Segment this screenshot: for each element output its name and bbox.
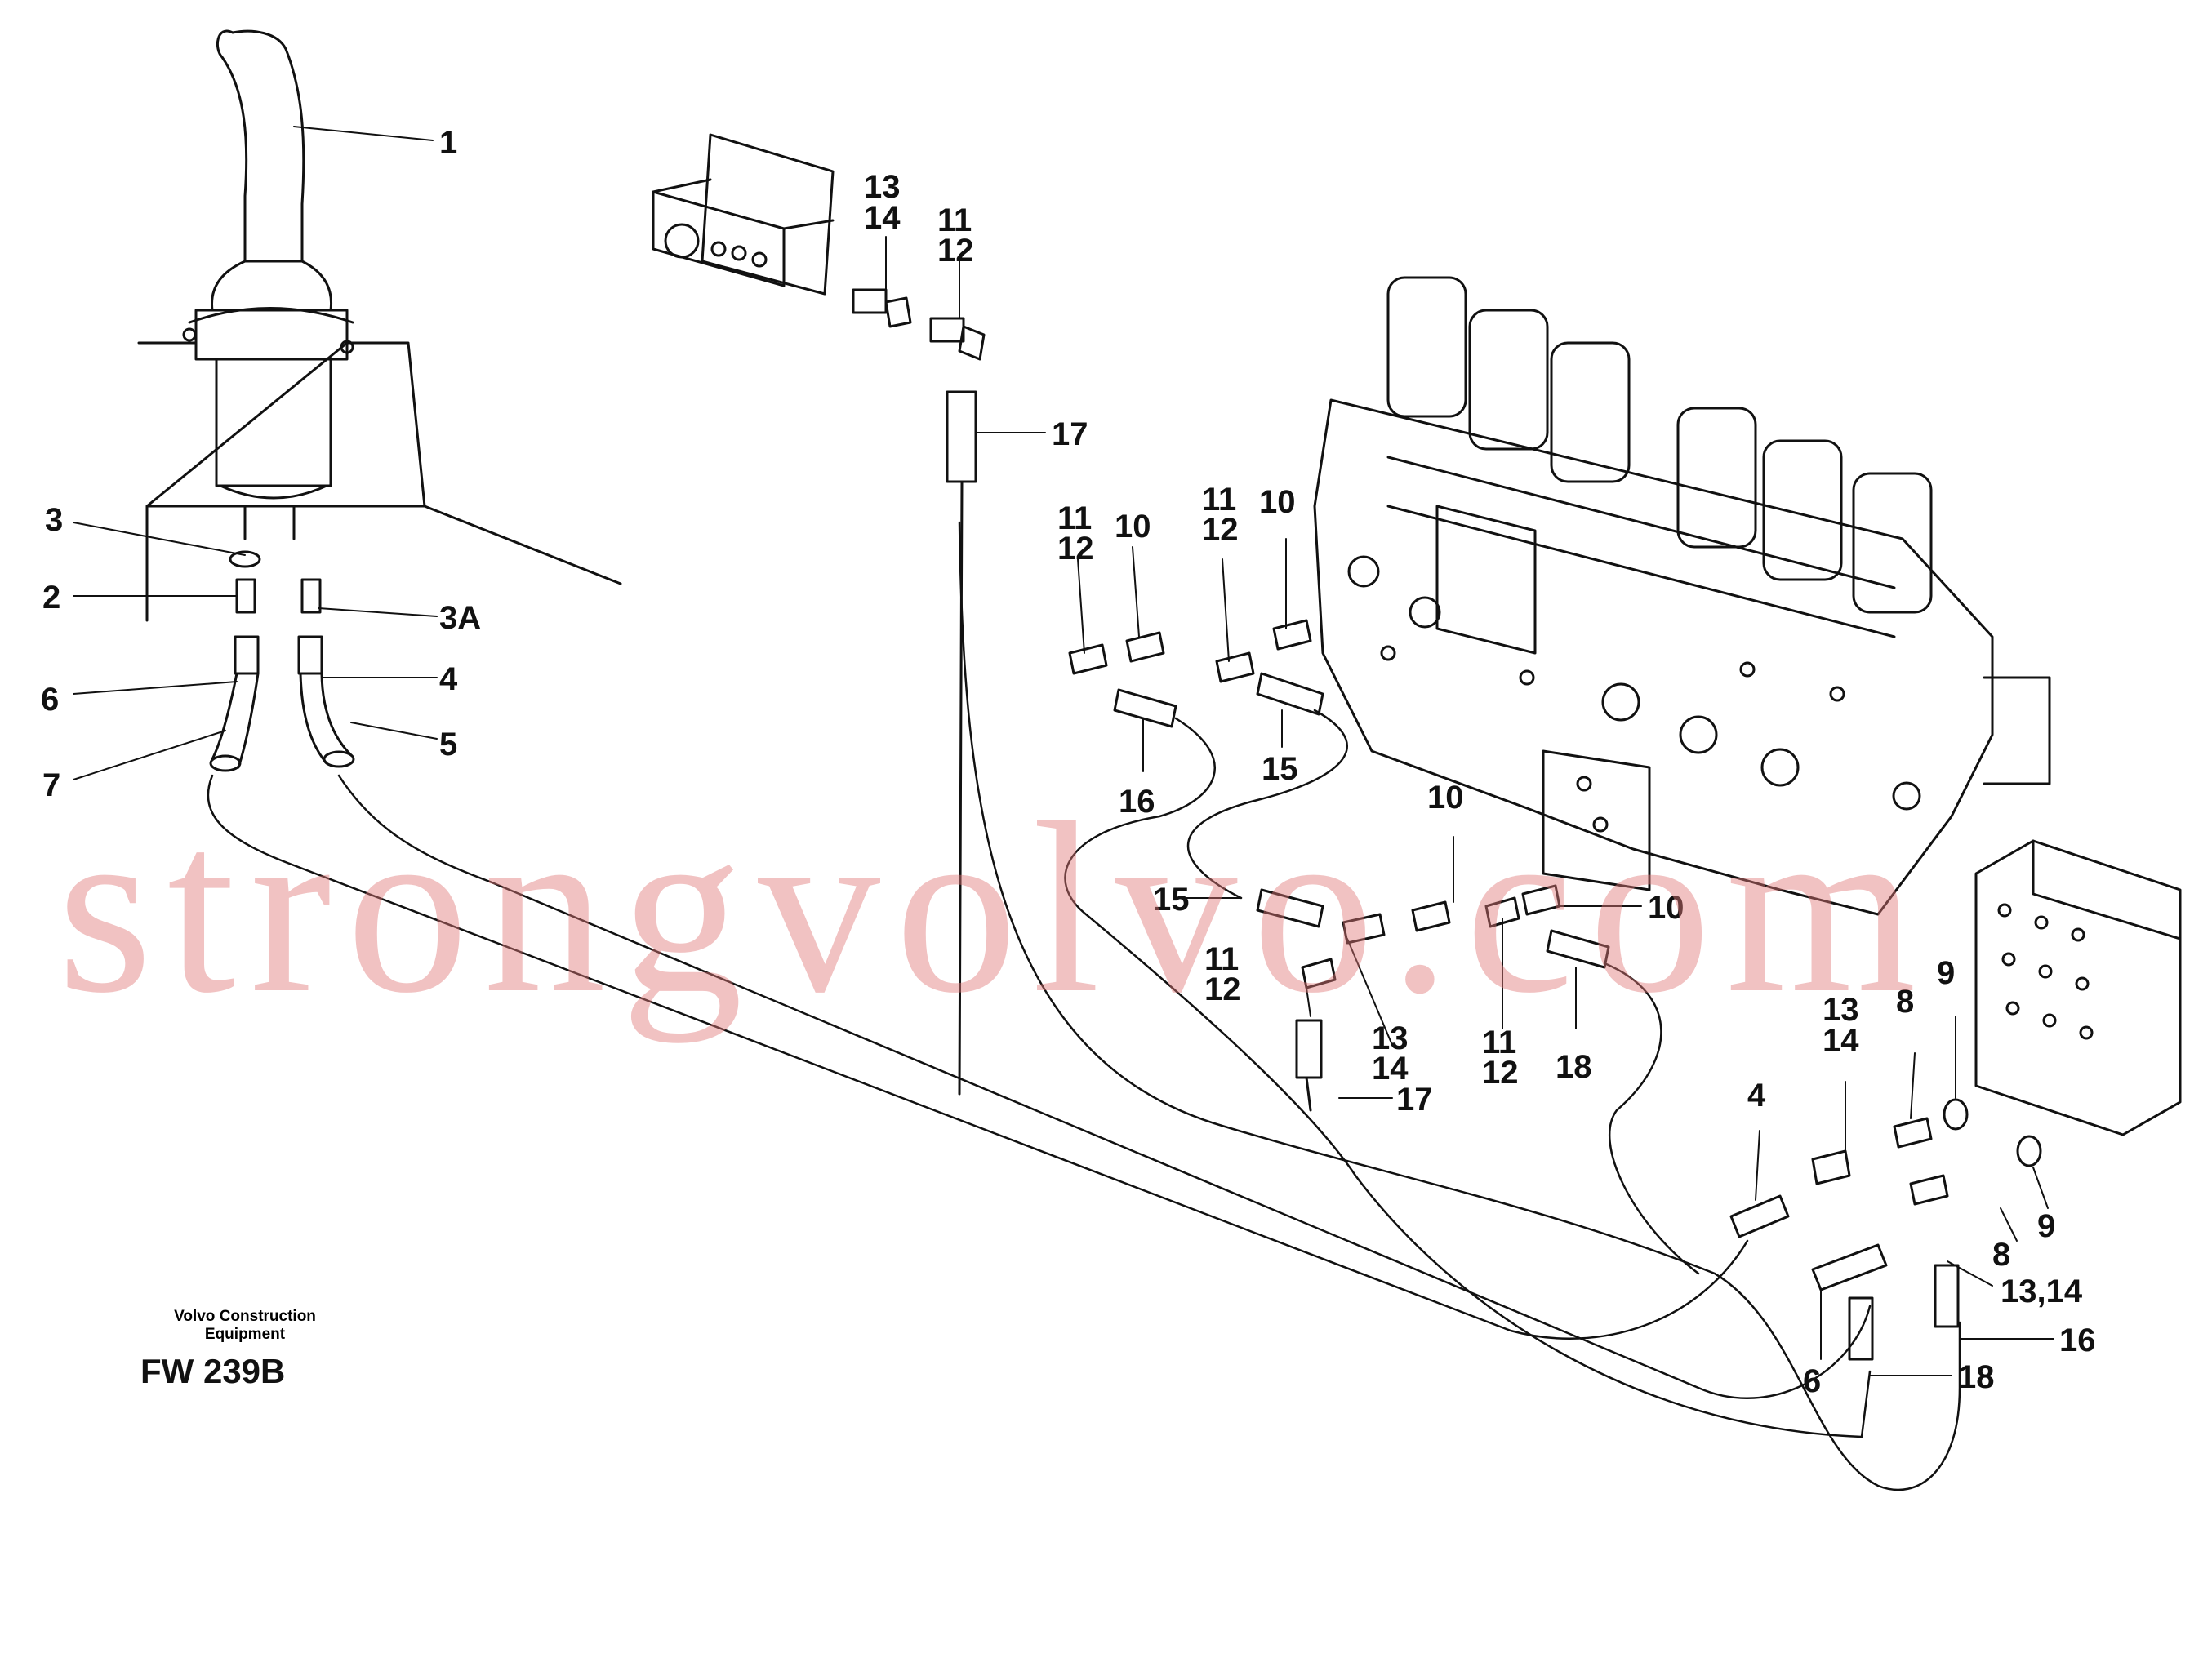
label-13c: 13: [1823, 992, 1859, 1028]
pilot-block: [1974, 839, 2182, 1136]
label-9b: 9: [2037, 1208, 2055, 1244]
label-17b: 17: [1396, 1082, 1433, 1118]
label-15: 15: [1262, 751, 1298, 787]
label-16: 16: [1119, 784, 1155, 820]
label-9: 9: [1937, 955, 1955, 991]
label-6: 6: [41, 682, 59, 718]
label-11: 11: [937, 202, 972, 238]
label-12b: 12: [1057, 531, 1094, 567]
brand-caption: Volvo Construction Equipment: [122, 1308, 367, 1344]
label-4b: 4: [1747, 1078, 1766, 1114]
leader-lines: [73, 126, 2054, 1376]
label-18: 18: [1556, 1049, 1592, 1085]
label-1: 1: [439, 125, 457, 161]
brand-line-1: Volvo Construction: [174, 1308, 316, 1325]
fittings: [1068, 619, 2042, 1361]
label-13b: 13: [1372, 1020, 1409, 1056]
label-10: 10: [1115, 509, 1151, 545]
label-3a: 3A: [439, 600, 481, 636]
part-labels: 1 3 2 3A 6 4 7 5 13 14 11 12 17 11 12 10…: [41, 125, 2096, 1399]
label-12d: 12: [1204, 971, 1241, 1007]
label-14b: 14: [1372, 1051, 1409, 1087]
label-17: 17: [1052, 416, 1088, 452]
label-10d: 10: [1648, 890, 1685, 926]
figure-code: FW 239B: [140, 1352, 286, 1390]
hoses: [207, 521, 1961, 1491]
label-6b: 6: [1803, 1363, 1821, 1399]
label-5: 5: [439, 727, 457, 762]
label-11c: 11: [1202, 482, 1236, 518]
control-valve: [1313, 276, 2051, 916]
label-8b: 8: [1992, 1237, 2010, 1273]
label-14: 14: [864, 200, 901, 236]
label-10b: 10: [1259, 484, 1296, 520]
label-11e: 11: [1482, 1025, 1516, 1060]
label-13: 13: [864, 169, 901, 205]
label-10c: 10: [1427, 780, 1464, 816]
label-11d: 11: [1204, 941, 1239, 977]
label-12: 12: [937, 233, 974, 269]
label-7: 7: [42, 767, 60, 803]
solenoid-block: [652, 133, 986, 1096]
label-4: 4: [439, 661, 458, 697]
label-3: 3: [45, 502, 63, 538]
label-2: 2: [42, 580, 60, 616]
label-12e: 12: [1482, 1055, 1519, 1091]
label-13-14: 13,14: [2001, 1274, 2083, 1309]
label-16b: 16: [2059, 1322, 2096, 1358]
brand-line-2: Equipment: [204, 1326, 286, 1343]
label-8: 8: [1896, 984, 1914, 1020]
label-12c: 12: [1202, 512, 1239, 548]
joystick: [137, 29, 622, 622]
label-15b: 15: [1153, 882, 1190, 918]
label-14c: 14: [1823, 1023, 1859, 1059]
label-11b: 11: [1057, 500, 1092, 536]
label-18b: 18: [1958, 1359, 1995, 1395]
joystick-fittings: [209, 550, 355, 772]
